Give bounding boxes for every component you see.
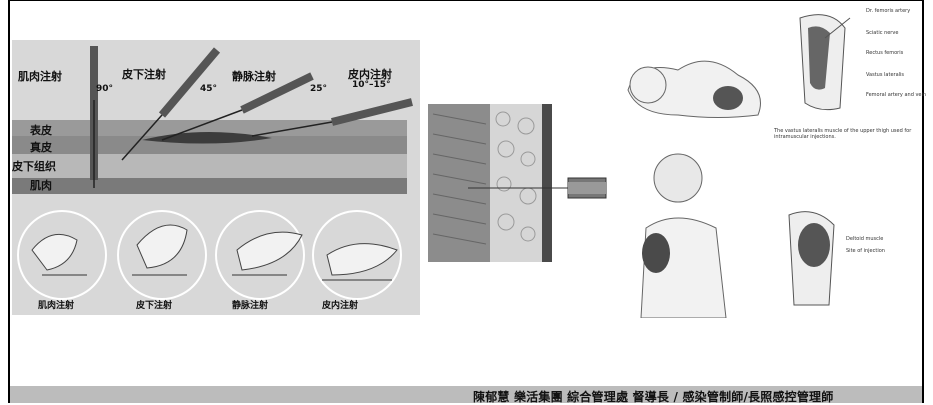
- thigh-caption: The vastus lateralis muscle of the upper…: [774, 128, 924, 140]
- label-id-bottom: 皮内注射: [322, 298, 358, 311]
- thigh-label-2: Sciatic nerve: [866, 30, 898, 36]
- child-deltoid-image: [636, 148, 736, 318]
- angle-25: 25°: [310, 84, 327, 94]
- deltoid-label-2: Site of injection: [846, 248, 885, 254]
- angle-90: 90°: [96, 84, 113, 94]
- label-im-top: 肌肉注射: [18, 68, 62, 84]
- infant-thigh-image: [618, 20, 778, 130]
- thigh-label-4: Vastus lateralis: [866, 72, 904, 78]
- thigh-label-3: Rectus femoris: [866, 50, 903, 56]
- angle-10-15: 10°–15°: [352, 80, 391, 90]
- deltoid-label-1: Deltoid muscle: [846, 236, 883, 242]
- deltoid-anatomy-image: [784, 205, 844, 315]
- thigh-label-5: Femoral artery and vein: [866, 92, 926, 98]
- footer-text: 陳郁慧 樂活集團 綜合管理處 督導長 / 感染管制師/長照感控管理師: [473, 388, 833, 405]
- label-sc-top: 皮下注射: [122, 66, 166, 82]
- thigh-label-1: Dr. femoris artery: [866, 8, 910, 14]
- layer-dermis: 真皮: [30, 139, 52, 155]
- layer-subcutaneous: 皮下组织: [12, 158, 56, 174]
- label-sc-bottom: 皮下注射: [136, 298, 172, 311]
- label-im-bottom: 肌肉注射: [38, 298, 74, 311]
- layer-muscle: 肌肉: [30, 177, 52, 193]
- tissue-section-image: [428, 104, 608, 264]
- thigh-anatomy-image: [790, 8, 860, 118]
- label-iv-bottom: 静脉注射: [232, 298, 268, 311]
- layer-epidermis: 表皮: [30, 122, 52, 138]
- label-iv-top: 静脉注射: [232, 68, 276, 84]
- angle-45: 45°: [200, 84, 217, 94]
